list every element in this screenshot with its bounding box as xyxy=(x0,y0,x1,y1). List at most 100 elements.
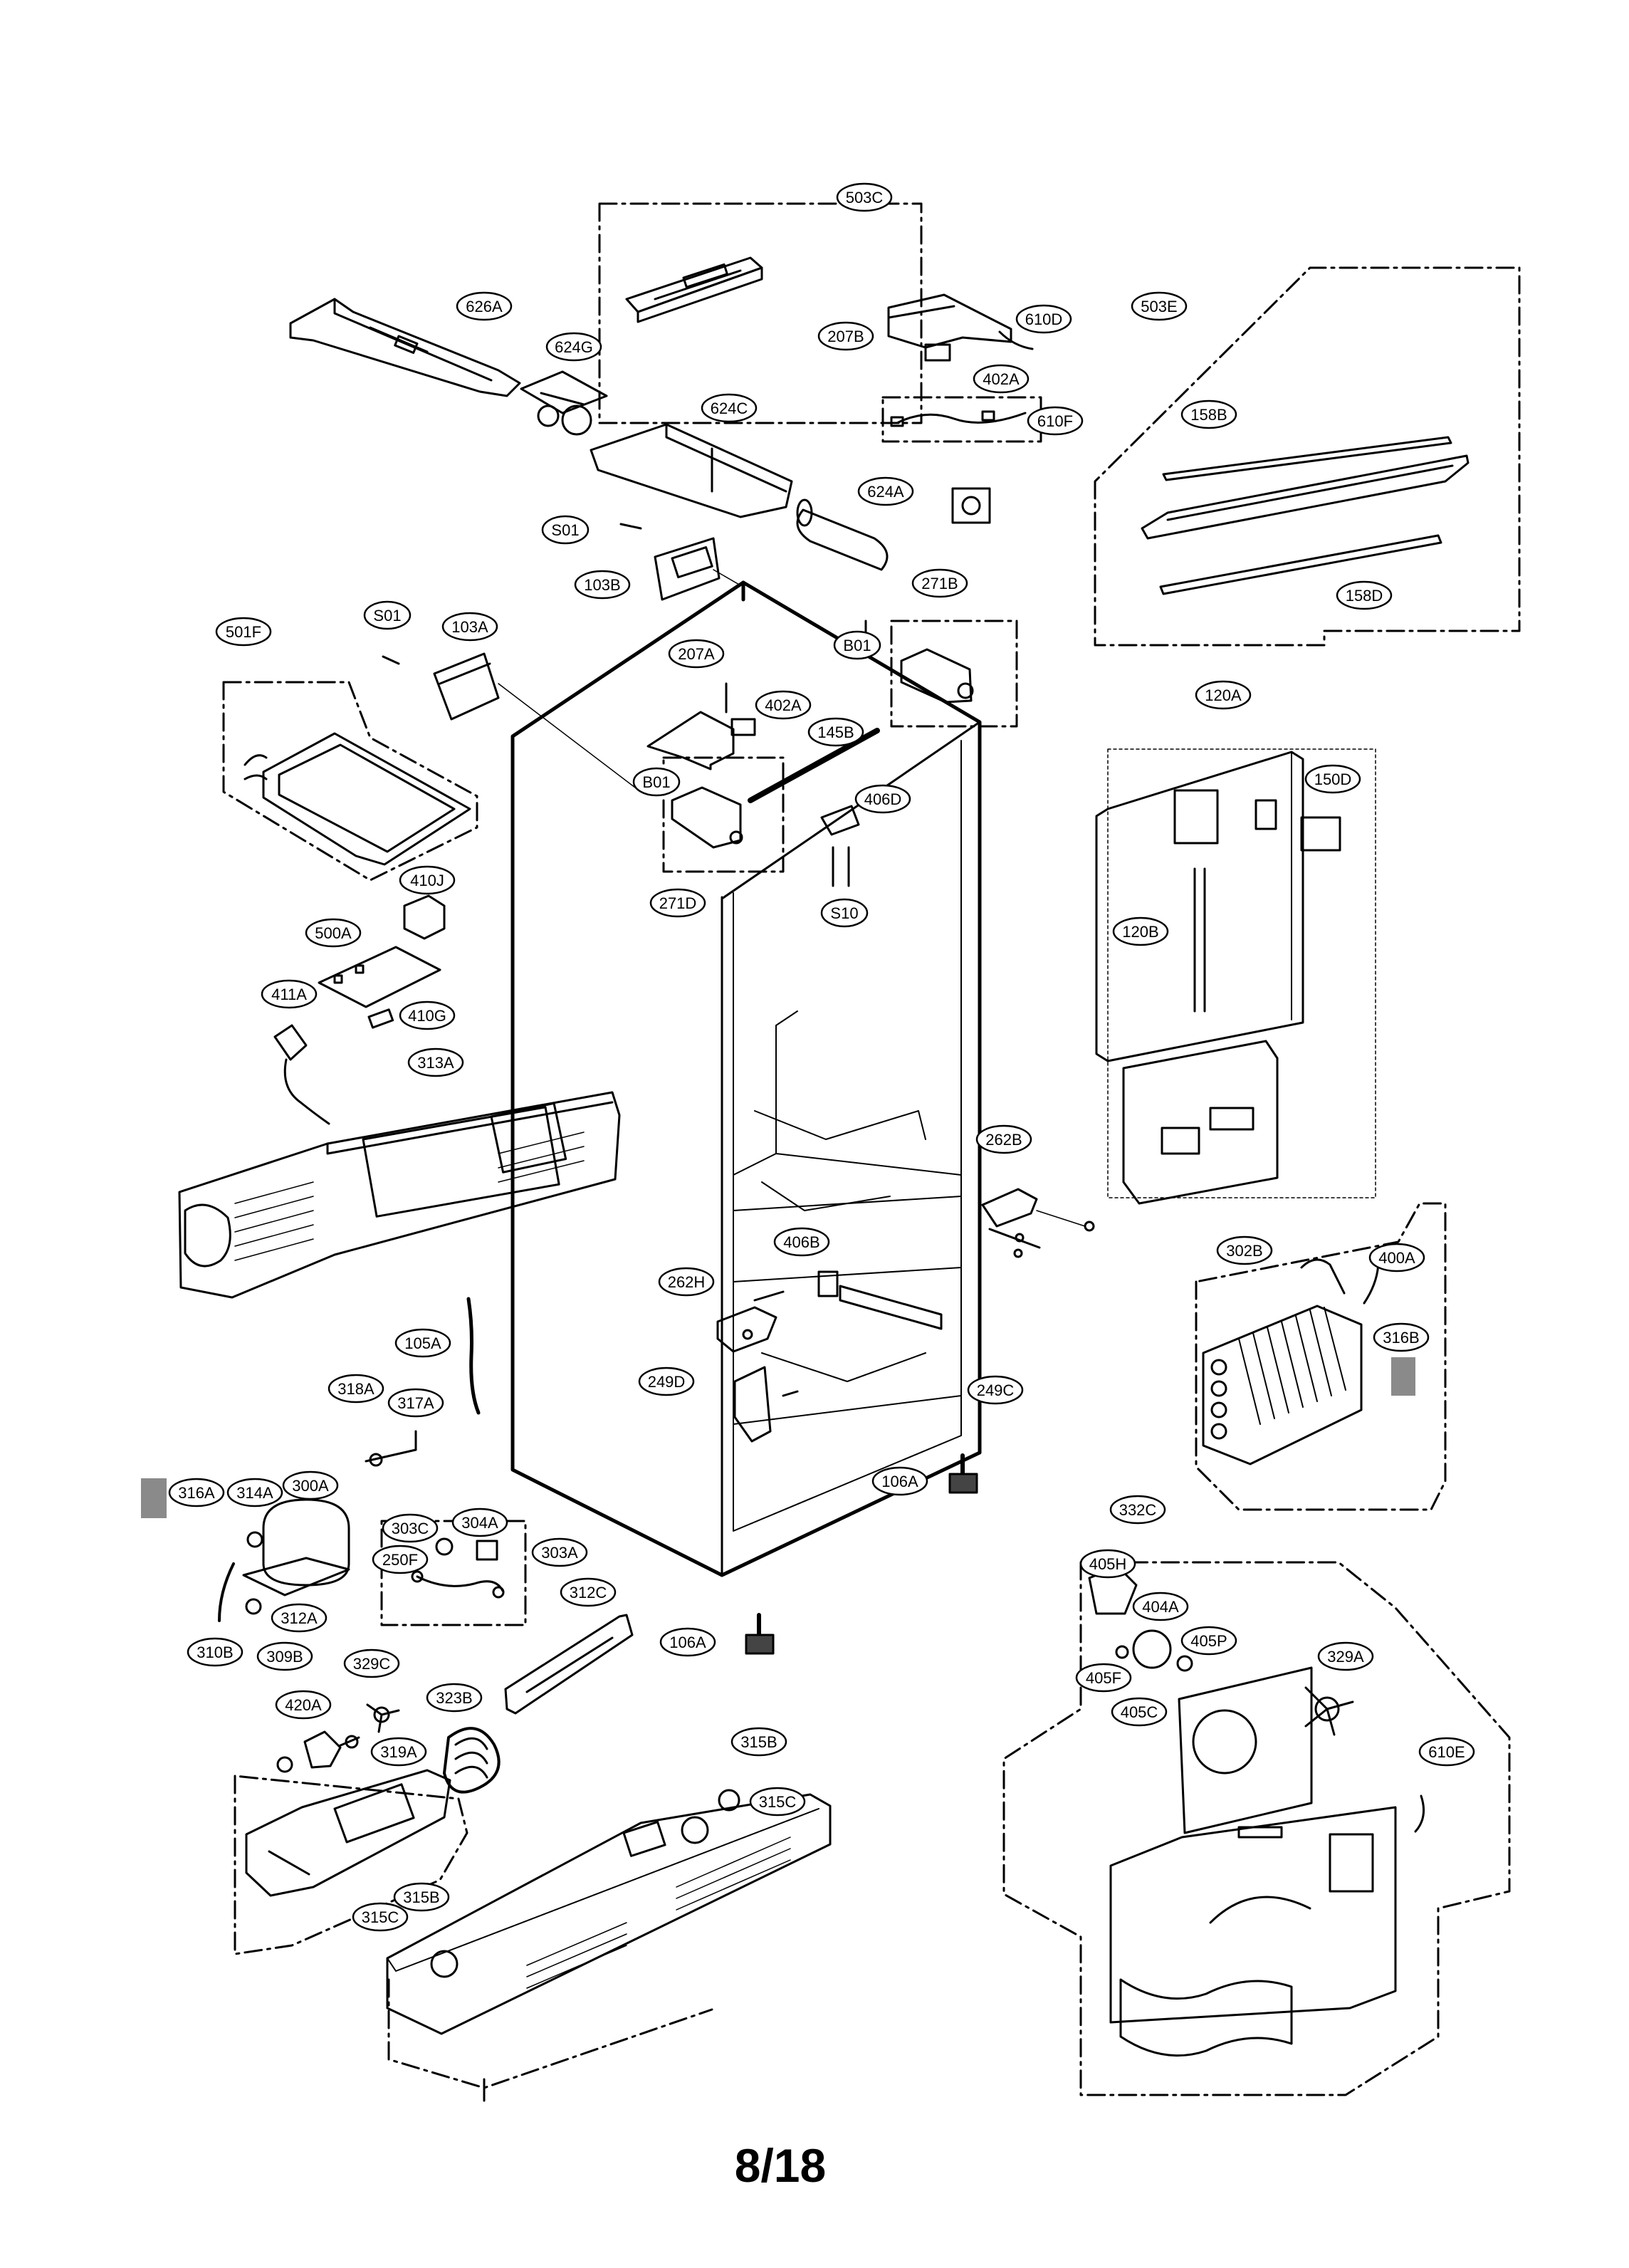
part-250F-wire xyxy=(411,1570,505,1599)
part-106A-leg-top xyxy=(948,1453,978,1494)
callout-label: 249C xyxy=(977,1381,1015,1399)
callout-310b: 310B xyxy=(187,1637,243,1667)
callout-oval xyxy=(256,1641,313,1671)
callout-207b: 207B xyxy=(817,321,874,351)
callout-610f: 610F xyxy=(1027,406,1084,436)
callout-303a: 303A xyxy=(531,1537,588,1567)
part-249C-rail xyxy=(839,1285,943,1330)
callout-oval xyxy=(975,1124,1032,1154)
part-410G-cap xyxy=(367,1008,394,1029)
callout-b01: B01 xyxy=(632,767,681,797)
callout-106a: 106A xyxy=(659,1627,716,1657)
callout-label: 420A xyxy=(285,1696,322,1714)
callout-label: 106A xyxy=(669,1634,706,1651)
part-406D-switch xyxy=(820,805,860,887)
callout-oval xyxy=(1216,1235,1273,1265)
callout-oval xyxy=(560,1577,617,1607)
part-411A-cord xyxy=(273,1024,330,1125)
group-boundaries xyxy=(222,202,1521,2096)
part-105A-tube xyxy=(466,1297,481,1415)
callout-label: 411A xyxy=(271,986,307,1003)
part-318A-valve xyxy=(365,1430,417,1467)
callout-oval xyxy=(857,476,914,506)
callout-503e: 503E xyxy=(1131,291,1188,321)
part-158B-rail xyxy=(1162,436,1452,481)
part-610F-harness xyxy=(890,410,1027,427)
callout-oval xyxy=(215,617,272,647)
callout-oval xyxy=(649,888,706,918)
part-S01-screw-2 xyxy=(382,655,400,665)
callout-314a: 314A xyxy=(226,1478,283,1507)
callout-label: 313A xyxy=(417,1054,454,1072)
callout-329c: 329C xyxy=(343,1648,400,1678)
callout-158d: 158D xyxy=(1336,580,1393,610)
callout-oval xyxy=(187,1637,243,1667)
callout-103b: 103B xyxy=(574,570,631,600)
callout-610d: 610D xyxy=(1015,304,1072,334)
callout-label: 503E xyxy=(1141,298,1177,315)
part-503C-display xyxy=(625,256,763,323)
callout-oval xyxy=(282,1470,339,1500)
part-300A-compressor xyxy=(218,1498,350,1622)
part-420A-motor xyxy=(303,1730,360,1769)
callout-oval xyxy=(168,1478,225,1507)
callout-label: B01 xyxy=(642,773,670,791)
callout-label: 304A xyxy=(461,1514,498,1532)
part-406B-switch xyxy=(817,1270,839,1297)
callout-oval xyxy=(372,1545,429,1574)
callout-oval xyxy=(451,1507,508,1537)
part-315-base xyxy=(386,1789,832,2102)
callout-626a: 626A xyxy=(456,291,513,321)
part-262B-hinge xyxy=(981,1188,1095,1258)
part-303C-overload xyxy=(435,1537,454,1556)
callout-label: 316B xyxy=(1383,1329,1419,1347)
callout-oval xyxy=(426,1683,483,1713)
callout-oval xyxy=(1112,916,1169,946)
part-fan-square xyxy=(951,487,991,524)
callout-oval xyxy=(456,291,513,321)
callout-oval xyxy=(854,784,911,814)
callout-label: 315C xyxy=(362,1908,399,1926)
callout-label: 500A xyxy=(315,924,352,942)
callout-label: S01 xyxy=(373,607,401,625)
callout-oval xyxy=(658,1267,715,1297)
callout-label: 610E xyxy=(1428,1743,1465,1761)
callout-label: 312C xyxy=(570,1584,607,1601)
callout-oval xyxy=(275,1690,332,1720)
callout-249d: 249D xyxy=(638,1366,695,1396)
callout-oval xyxy=(382,1513,439,1543)
callout-label: 319A xyxy=(380,1743,417,1761)
callout-313a: 313A xyxy=(407,1047,464,1077)
part-271D-hinge xyxy=(671,786,743,849)
callout-label: 158B xyxy=(1190,406,1227,424)
part-332C-duct xyxy=(1109,1806,1397,2057)
callout-label: 400A xyxy=(1378,1249,1415,1267)
callout-oval xyxy=(541,515,590,545)
page-number: 8/18 xyxy=(735,2139,826,2192)
callout-405h: 405H xyxy=(1079,1549,1136,1579)
callout-label: 250F xyxy=(382,1551,418,1569)
callout-145b: 145B xyxy=(807,717,864,747)
part-304A-relay xyxy=(476,1540,498,1561)
callout-label: 329A xyxy=(1327,1648,1364,1666)
callout-label: 262B xyxy=(985,1131,1022,1149)
callout-oval xyxy=(399,865,456,895)
callout-105a: 105A xyxy=(394,1328,451,1358)
callout-oval xyxy=(1132,1592,1189,1621)
part-410J-relay xyxy=(403,894,446,940)
callout-120b: 120B xyxy=(1112,916,1169,946)
callout-oval xyxy=(531,1537,588,1567)
callout-624c: 624C xyxy=(701,393,758,423)
callout-oval xyxy=(1304,764,1361,794)
callout-label: 120A xyxy=(1205,686,1242,704)
callout-oval xyxy=(632,767,681,797)
callout-label: 106A xyxy=(881,1473,918,1490)
leader-103A-cabinet xyxy=(498,683,641,793)
callout-oval xyxy=(271,1603,328,1633)
part-120A-panel xyxy=(1095,751,1304,1205)
callout-oval xyxy=(701,393,758,423)
part-302B-evaporator xyxy=(1202,1258,1380,1465)
callout-315b: 315B xyxy=(730,1727,787,1757)
callout-oval xyxy=(755,690,812,720)
callout-label: 610F xyxy=(1037,412,1073,430)
